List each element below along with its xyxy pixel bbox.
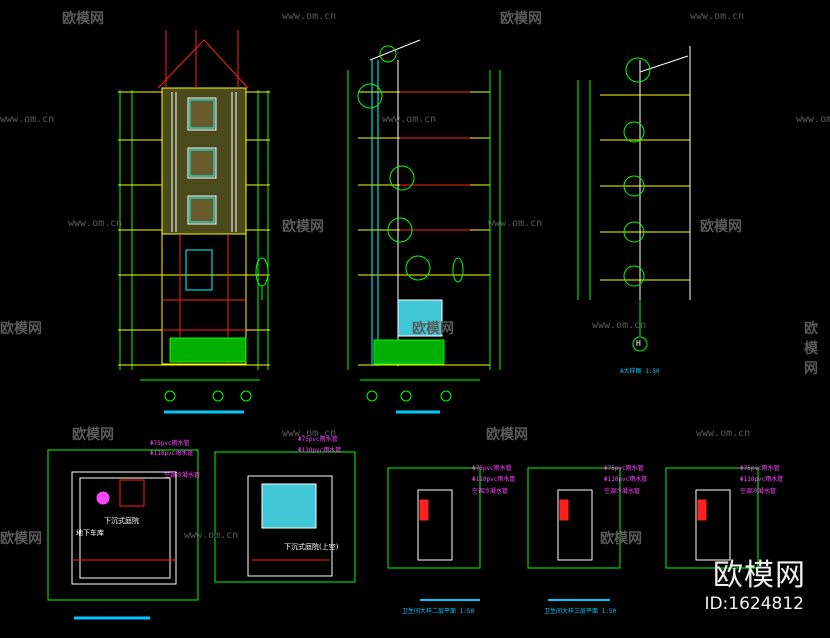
pipe-note: Φ75pvc雨水管 [604,465,644,472]
watermark-url: www.om.cn [796,114,830,125]
room-label: 下沉式庭院(上空) [284,543,339,551]
pipe-note: Φ110pvc雨水管 [472,476,516,483]
watermark: 欧模网 [412,321,454,337]
watermark-url: www.om.cn [690,11,745,22]
watermark-url: www.om.cn [382,114,437,125]
pipe-note: Φ75pvc雨水管 [150,440,190,447]
watermark: 欧模网 [282,219,324,235]
watermark: 欧模网 [500,11,542,27]
brand-logo: 欧模网 [713,558,806,593]
watermark-url: www.om.cn [68,218,123,229]
grid-marker: H [636,339,641,348]
watermark-url: www.om.cn [0,114,55,125]
plan-basement [47,449,199,620]
watermark: 欧模网 [486,427,528,443]
pipe-note: 空调冷凝水管 [604,488,641,495]
room-label: 地下车库 [76,529,104,537]
detail-right [577,46,691,352]
room-label: 下沉式庭院 [104,517,139,525]
section-middle [347,39,501,414]
pipe-note: Φ75pvc雨水管 [740,465,780,472]
pipe-note: 空调冷凝水管 [740,488,777,495]
watermark: 欧模网 [700,219,742,235]
watermark-url: www.om.cn [282,11,337,22]
pipe-note: 空调冷凝水管 [472,488,509,495]
plan-bath-2 [527,467,621,601]
watermark-url: www.om.cn [592,320,647,331]
pipe-note: Φ110pvc雨水管 [604,476,648,483]
watermark: 欧模网 [804,321,818,377]
pipe-note: Φ75pvc雨水管 [298,436,338,443]
watermark: 欧模网 [0,321,42,337]
watermark-url: www.om.cn [488,218,543,229]
elevation-left [118,30,270,414]
drawing-caption: 卫生间大样二层平面 1:50 [402,608,475,615]
watermark-url: www.om.cn [696,428,751,439]
drawing-caption: 卫生间大样三层平面 1:50 [544,608,617,615]
watermark: 欧模网 [0,531,42,547]
pipe-note: Φ110pvc雨水管 [150,450,194,457]
watermark: 欧模网 [62,11,104,27]
pipe-note: Φ75pvc雨水管 [472,465,512,472]
watermark-url: www.om.cn [282,428,337,439]
watermark: 欧模网 [600,531,642,547]
pipe-note: 空调冷凝水管 [164,472,201,479]
watermark: 欧模网 [72,427,114,443]
model-id: ID:1624812 [704,594,804,614]
watermark-url: www.om.cn [184,530,239,541]
plan-bath-1 [387,467,481,601]
drawing-caption: A大样图 1:50 [620,368,660,375]
pipe-note: Φ110pvc雨水管 [740,476,784,483]
pipe-note: Φ110pvc雨水管 [298,447,342,454]
plan-ground [214,451,356,583]
plan-bath-3 [665,467,759,569]
